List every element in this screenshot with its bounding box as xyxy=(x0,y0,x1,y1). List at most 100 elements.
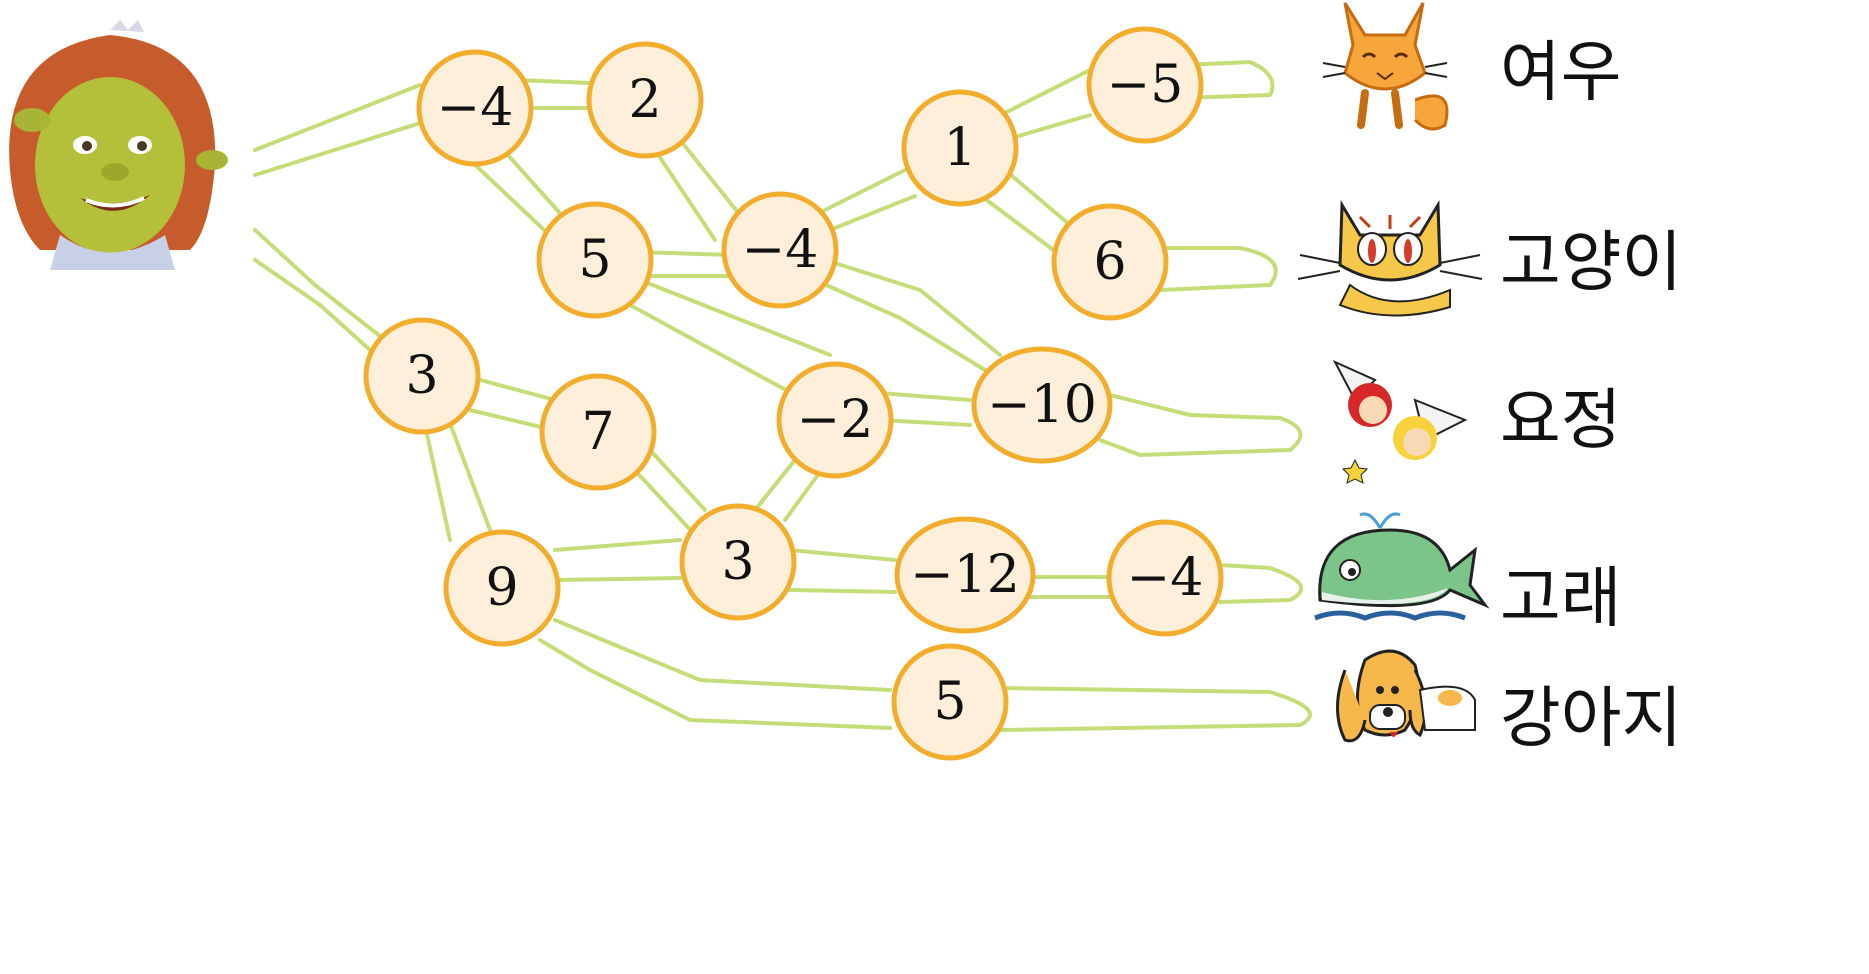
node-circle xyxy=(1106,519,1224,637)
node-circle xyxy=(901,89,1019,207)
number-node: −10 xyxy=(971,346,1113,464)
number-node: −2 xyxy=(776,361,894,479)
number-node: 9 xyxy=(443,529,561,647)
destination-label-dog: 강아지 xyxy=(1500,680,1682,757)
node-label: −2 xyxy=(797,390,874,450)
node-label: 3 xyxy=(405,346,438,406)
node-circle xyxy=(539,373,657,491)
number-node: 3 xyxy=(679,503,797,621)
node-label: −4 xyxy=(437,78,514,138)
path xyxy=(468,408,547,430)
path xyxy=(446,416,492,532)
path xyxy=(423,423,452,542)
node-circle xyxy=(363,317,481,435)
node-label: −4 xyxy=(742,220,819,280)
cat-icon xyxy=(1297,199,1483,317)
path xyxy=(648,448,707,512)
whale-icon xyxy=(1314,512,1490,621)
node-label: 6 xyxy=(1093,232,1126,292)
number-node: 6 xyxy=(1051,203,1169,321)
path xyxy=(678,138,742,217)
number-node: −4 xyxy=(1106,519,1224,637)
path xyxy=(783,470,822,522)
node-circle xyxy=(776,361,894,479)
node-circle xyxy=(971,346,1113,464)
path xyxy=(993,68,1092,120)
path xyxy=(628,463,697,537)
princess-face-icon xyxy=(0,20,228,270)
path xyxy=(878,391,972,402)
path xyxy=(813,168,907,217)
destination-label-fox: 여우 xyxy=(1500,34,1621,111)
node-circle xyxy=(894,516,1036,634)
path xyxy=(1218,563,1304,604)
node-label: 9 xyxy=(485,558,518,618)
path xyxy=(813,278,987,372)
node-label: −5 xyxy=(1107,55,1184,115)
path xyxy=(553,618,892,692)
path xyxy=(788,588,897,594)
node-circle xyxy=(891,643,1009,761)
number-node: −4 xyxy=(416,49,534,167)
path xyxy=(253,83,422,152)
node-label: −12 xyxy=(910,545,1020,605)
paths xyxy=(253,60,1312,732)
path xyxy=(753,458,797,512)
path xyxy=(878,418,972,427)
path xyxy=(788,548,897,562)
number-node: −4 xyxy=(721,191,839,309)
path xyxy=(253,118,432,177)
node-circle xyxy=(443,529,561,647)
destination-labels: 여우 고양이 요정 고래 강아지 xyxy=(1500,34,1682,757)
path xyxy=(253,228,387,342)
node-circle xyxy=(416,49,534,167)
node-circle xyxy=(721,191,839,309)
fairy-icon xyxy=(1332,359,1468,484)
path xyxy=(1003,113,1092,142)
path xyxy=(638,250,732,257)
dog-icon xyxy=(1336,649,1476,743)
destination-label-fairy: 요정 xyxy=(1500,382,1621,459)
path xyxy=(1178,60,1275,100)
number-node: 3 xyxy=(363,317,481,435)
number-node: 7 xyxy=(539,373,657,491)
path xyxy=(638,278,832,357)
node-label: 5 xyxy=(933,672,966,732)
node-label: 2 xyxy=(628,70,661,130)
number-node: 5 xyxy=(536,201,654,319)
number-nodes: −4 2 1 −5 5 −4 6 3 7 −2 −10 9 3 −12 −4 5 xyxy=(363,26,1224,761)
path xyxy=(538,638,892,730)
node-label: 3 xyxy=(721,532,754,592)
node-label: 1 xyxy=(943,118,976,178)
node-label: −4 xyxy=(1127,548,1204,608)
path xyxy=(823,258,1002,357)
node-circle xyxy=(1086,26,1204,144)
destination-label-cat: 고양이 xyxy=(1500,224,1682,301)
number-node: 1 xyxy=(901,89,1019,207)
node-label: −10 xyxy=(987,375,1097,435)
number-node: −5 xyxy=(1086,26,1204,144)
path xyxy=(823,194,917,234)
path xyxy=(628,303,797,397)
path xyxy=(553,576,682,582)
path xyxy=(1158,246,1278,292)
fox-icon xyxy=(1322,2,1449,131)
node-label: 7 xyxy=(581,402,614,462)
path xyxy=(978,193,1062,257)
path xyxy=(1003,168,1072,227)
node-label: 5 xyxy=(578,230,611,290)
number-node: −12 xyxy=(894,516,1036,634)
path xyxy=(1098,393,1303,457)
path xyxy=(553,538,682,552)
path xyxy=(653,148,717,242)
number-node: 5 xyxy=(891,643,1009,761)
node-circle xyxy=(586,41,704,159)
node-circle xyxy=(679,503,797,621)
path xyxy=(478,378,557,402)
node-circle xyxy=(536,201,654,319)
destination-label-whale: 고래 xyxy=(1500,560,1621,637)
path xyxy=(253,258,372,352)
number-node: 2 xyxy=(586,41,704,159)
path xyxy=(998,686,1312,732)
